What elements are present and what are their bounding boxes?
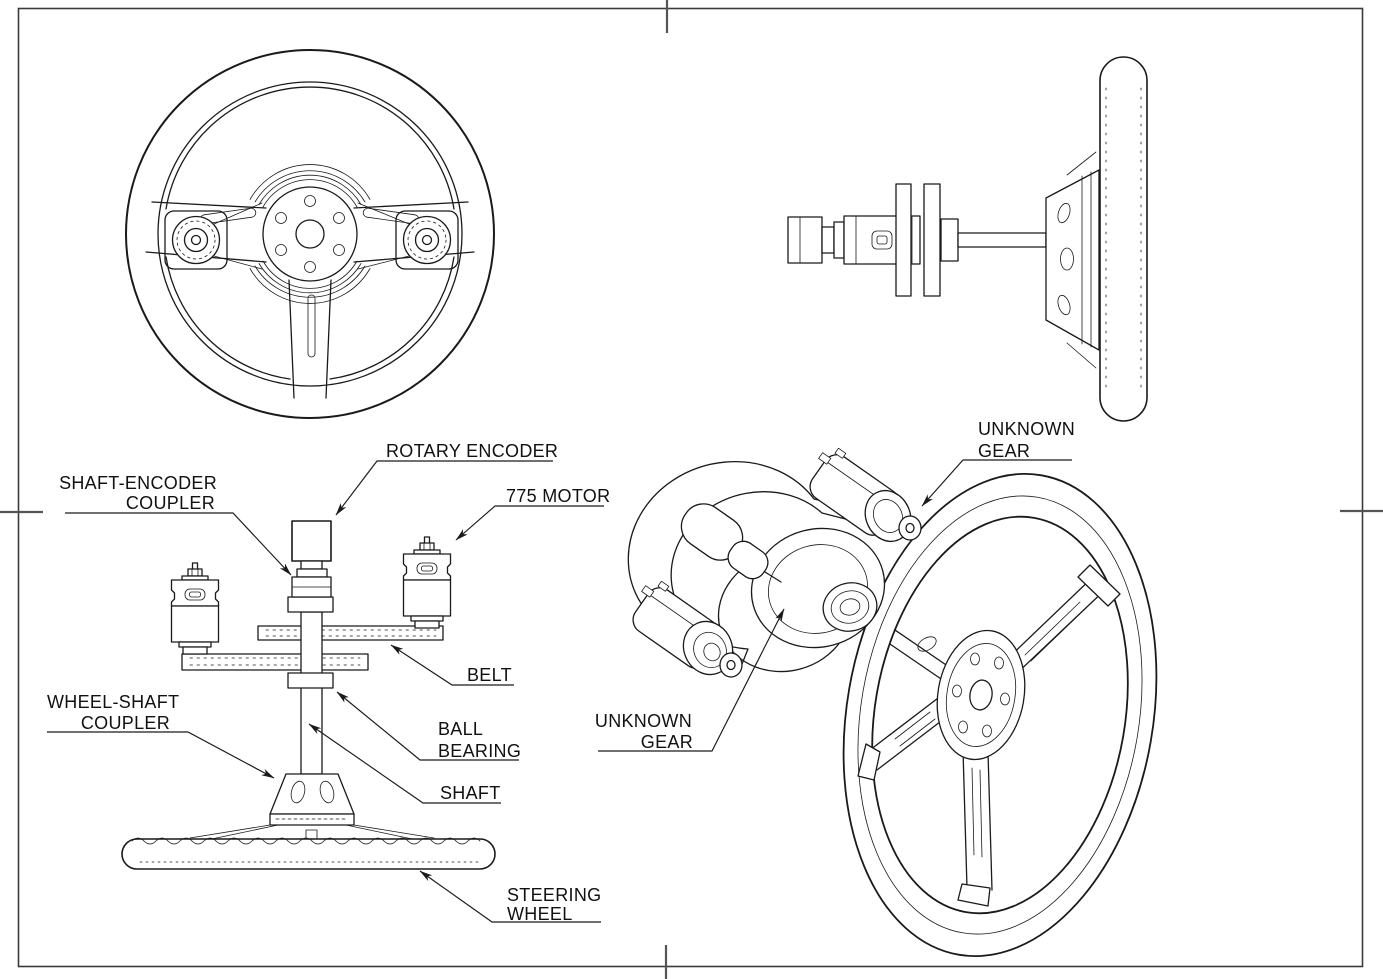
leader-ball-bearing — [336, 691, 519, 761]
iso-gear-bottom — [719, 652, 743, 678]
side-pulley-discs — [895, 183, 959, 297]
wheel-rim-outer — [125, 49, 495, 419]
iso-motor-top — [809, 447, 922, 542]
main-shaft — [300, 611, 323, 775]
iso-encoder — [680, 503, 782, 583]
label-unknown-gear-bottom-text2: GEAR — [641, 732, 693, 752]
rotary-encoder-assembly — [291, 520, 332, 598]
leader-rotary-encoder — [335, 460, 553, 516]
label-shaft-encoder-coupler: SHAFT-ENCODER COUPLER — [59, 473, 292, 576]
label-shaft-text: SHAFT — [440, 783, 501, 803]
leader-shaft — [308, 723, 501, 804]
front-pulley-left — [164, 202, 263, 270]
rim-accent-right — [329, 256, 455, 380]
leader-shaft-encoder-coupler — [65, 512, 292, 576]
leader-unknown-gear-top — [921, 459, 1072, 507]
label-unknown-gear-top: UNKNOWN GEAR — [921, 419, 1075, 507]
label-rotary-encoder: ROTARY ENCODER — [335, 441, 558, 516]
hub-belt-wrap — [249, 164, 371, 304]
label-unknown-gear-bottom: UNKNOWN GEAR — [595, 608, 785, 752]
ball-bearing-lower — [287, 672, 334, 689]
iso-wheel-rim — [842, 473, 1158, 957]
label-wheel-shaft-coupler-text1: WHEEL-SHAFT — [47, 692, 179, 712]
label-shaft-encoder-coupler-text2: COUPLER — [126, 493, 215, 513]
leader-775-motor — [455, 505, 604, 541]
label-unknown-gear-bottom-text1: UNKNOWN — [595, 711, 692, 731]
leader-wheel-shaft-coupler — [47, 731, 275, 779]
label-ball-bearing-text2: BEARING — [438, 741, 521, 761]
view-isometric — [627, 447, 1158, 957]
label-shaft-encoder-coupler-text1: SHAFT-ENCODER — [59, 473, 217, 493]
view-front-wheel — [125, 49, 495, 419]
rim-accent-left — [165, 256, 291, 380]
label-steering-wheel: STEERING WHEEL — [419, 870, 601, 924]
label-steering-wheel-text2: WHEEL — [507, 904, 573, 924]
label-wheel-shaft-coupler-text2: COUPLER — [81, 713, 170, 733]
label-unknown-gear-top-text1: UNKNOWN — [978, 419, 1075, 439]
annotations: ROTARY ENCODER SHAFT-ENCODER COUPLER 775… — [47, 419, 1075, 924]
label-ball-bearing-text1: BALL — [438, 719, 483, 739]
steering-wheel-section — [121, 837, 496, 870]
iso-motor-bottom — [632, 580, 743, 678]
motor-775-right — [402, 536, 452, 629]
label-wheel-shaft-coupler: WHEEL-SHAFT COUPLER — [47, 692, 275, 779]
iso-drum-pulley — [717, 527, 886, 673]
iso-drum-bearing — [822, 582, 878, 632]
iso-rim-detail — [857, 495, 1143, 935]
label-rotary-encoder-text: ROTARY ENCODER — [386, 441, 558, 461]
label-steering-wheel-text1: STEERING — [507, 885, 601, 905]
label-775-motor: 775 MOTOR — [455, 486, 610, 541]
leader-unknown-gear-bottom — [598, 608, 785, 752]
leader-belt — [390, 644, 514, 686]
rim-accent-top — [165, 86, 455, 210]
side-rim — [1099, 56, 1148, 422]
iso-wheel-hub — [917, 629, 1026, 761]
side-shaft — [957, 232, 1047, 248]
belt-lower — [181, 653, 369, 671]
border-rect — [17, 7, 1364, 968]
label-belt-text: BELT — [467, 665, 512, 685]
label-belt: BELT — [390, 644, 514, 686]
ball-bearing-upper — [287, 596, 334, 613]
label-shaft: SHAFT — [308, 723, 501, 804]
iso-gear-top — [898, 515, 922, 541]
wheel-shaft-coupler-hub — [189, 773, 435, 841]
label-ball-bearing: BALL BEARING — [336, 691, 521, 761]
side-hub-coupler — [1045, 151, 1100, 369]
motor-775-left — [170, 562, 220, 655]
view-side — [787, 56, 1148, 422]
wheel-hub — [262, 186, 358, 282]
front-pulley-right — [357, 202, 459, 270]
label-775-motor-text: 775 MOTOR — [506, 486, 610, 506]
leader-steering-wheel — [419, 870, 601, 923]
label-unknown-gear-top-text2: GEAR — [978, 441, 1030, 461]
wheel-rim-inner — [157, 81, 463, 387]
